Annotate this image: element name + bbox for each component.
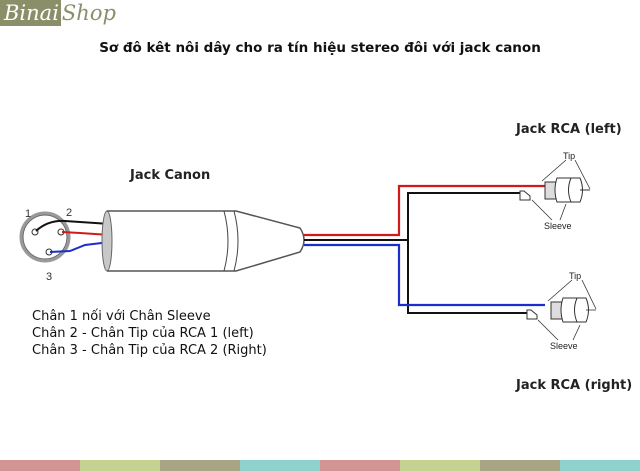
footer-segment	[320, 460, 400, 471]
footer-segment	[400, 460, 480, 471]
pin-3-label: 3	[46, 271, 52, 283]
right-wire-main	[304, 243, 545, 307]
jack-canon-body	[101, 210, 305, 272]
left-wire-main	[304, 184, 545, 237]
footer-color-strip	[0, 460, 640, 471]
ground-wire-main	[304, 192, 522, 241]
left-wire-xlr	[61, 231, 111, 236]
footer-segment	[0, 460, 80, 471]
footer-segment	[80, 460, 160, 471]
jack-rca-right-label: Jack RCA (right)	[516, 378, 633, 393]
footer-segment	[240, 460, 320, 471]
ground-wire-xlr	[35, 219, 111, 232]
footer-segment	[560, 460, 640, 471]
jack-rca-left-label: Jack RCA (left)	[516, 122, 622, 137]
tip-label-right: Tip	[569, 271, 581, 281]
tip-label-left: Tip	[563, 151, 575, 161]
pin-1-label: 1	[25, 208, 31, 220]
pin-mapping-notes: Chân 1 nối với Chân Sleeve Chân 2 - Chân…	[32, 308, 267, 359]
note-line: Chân 2 - Chân Tip của RCA 1 (left)	[32, 326, 254, 341]
diagram-title: Sơ đô kêt nôi dây cho ra tín hiệu stereo…	[99, 40, 541, 56]
jack-canon-label: Jack Canon	[130, 168, 211, 183]
ground-wire-right	[407, 240, 527, 314]
rca-plug-left: Tip Sleeve	[519, 151, 591, 231]
right-wire-xlr	[49, 241, 111, 253]
logo-part-2: Shop	[61, 1, 116, 25]
note-line: Chân 1 nối với Chân Sleeve	[32, 309, 211, 324]
wiring-diagram: 1 2 3 Tip Sleeve	[19, 151, 597, 351]
sleeve-label-left: Sleeve	[544, 221, 572, 231]
footer-segment	[160, 460, 240, 471]
logo-part-1: Binai	[0, 0, 61, 26]
xlr-connector-face: 1 2 3	[19, 207, 72, 283]
note-line: Chân 3 - Chân Tip của RCA 2 (Right)	[32, 343, 267, 358]
rca-plug-right: Tip Sleeve	[526, 271, 597, 351]
pin-2-label: 2	[66, 207, 72, 219]
footer-segment	[480, 460, 560, 471]
sleeve-label-right: Sleeve	[550, 341, 578, 351]
